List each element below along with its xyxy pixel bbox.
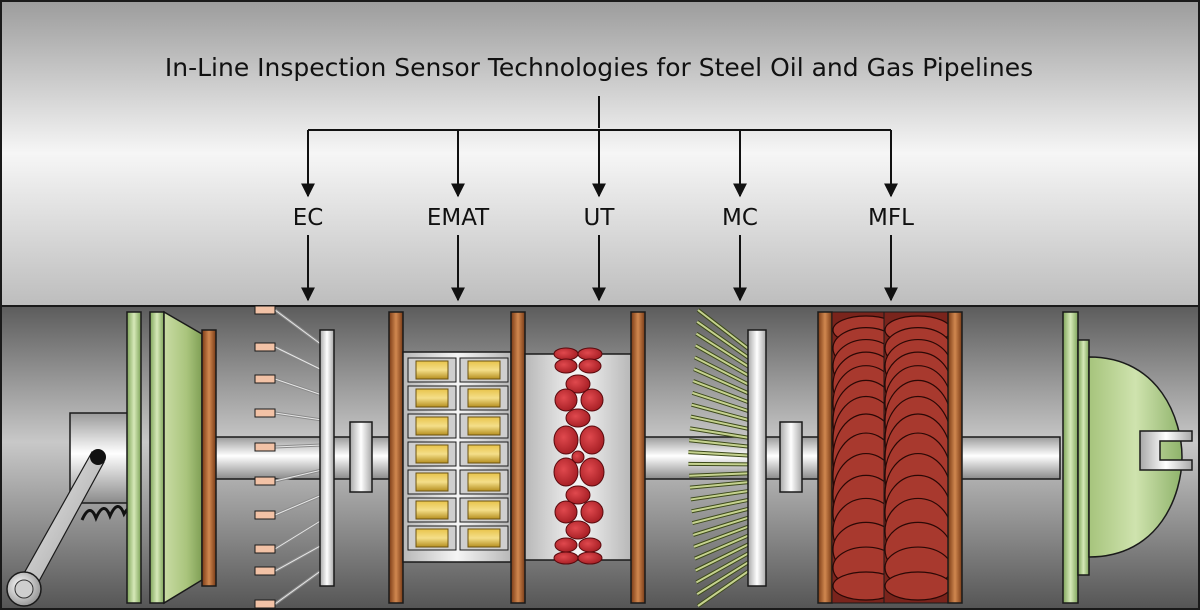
front-cup-green-2 xyxy=(149,311,165,604)
ec-sensor-pad xyxy=(254,442,276,452)
emat-transducer xyxy=(467,472,501,492)
tow-hook xyxy=(1139,430,1193,471)
emat-transducer xyxy=(415,528,449,548)
ut-transducer xyxy=(579,425,605,455)
mc-support-disc xyxy=(747,329,767,587)
label-ut: UT xyxy=(584,205,616,231)
ec-sensor-pad xyxy=(254,510,276,520)
emat-transducer xyxy=(467,500,501,520)
emat-transducer xyxy=(467,416,501,436)
label-emat: EMAT xyxy=(427,205,490,231)
mfl-copper-disc-right xyxy=(947,311,963,604)
ut-transducer xyxy=(553,551,579,565)
front-copper-disc xyxy=(201,329,217,587)
mfl-copper-disc-left xyxy=(817,311,833,604)
ut-transducer-array xyxy=(553,347,605,565)
rear-cup-green-1 xyxy=(1062,311,1079,604)
ut-transducer xyxy=(553,347,579,361)
emat-transducer xyxy=(415,360,449,380)
label-mfl: MFL xyxy=(868,205,914,231)
ec-sensor-pad xyxy=(254,374,276,384)
ut-transducer xyxy=(554,358,578,374)
ut-transducer xyxy=(554,500,578,524)
diagram-title: In-Line Inspection Sensor Technologies f… xyxy=(165,53,1033,82)
front-cup-green-1 xyxy=(126,311,142,604)
ut-transducer xyxy=(553,425,579,455)
ut-transducer xyxy=(554,388,578,412)
emat-transducer xyxy=(467,360,501,380)
front-cone xyxy=(163,310,203,605)
ut-transducer xyxy=(565,408,591,428)
emat-sensor-array xyxy=(407,357,509,551)
ec-sensor-pad xyxy=(254,305,276,315)
ec-sensor-pad xyxy=(254,476,276,486)
ut-transducer xyxy=(579,457,605,487)
emat-copper-disc-right xyxy=(510,311,526,604)
emat-transducer xyxy=(415,444,449,464)
mc-brush-array xyxy=(688,308,752,608)
ec-sensor-pad xyxy=(254,566,276,576)
ut-transducer xyxy=(554,537,578,553)
arm-pivot xyxy=(90,449,106,465)
emat-transducer xyxy=(415,388,449,408)
emat-transducer xyxy=(415,472,449,492)
mfl-coil xyxy=(884,571,952,601)
ec-sensor-pad xyxy=(254,599,276,609)
emat-transducer xyxy=(415,500,449,520)
ut-transducer xyxy=(580,500,604,524)
ut-transducer xyxy=(580,388,604,412)
emat-transducer xyxy=(467,528,501,548)
emat-transducer xyxy=(467,388,501,408)
ut-copper-disc xyxy=(630,311,646,604)
ut-transducer xyxy=(553,457,579,487)
label-ec: EC xyxy=(293,205,324,231)
ec-sensor-array xyxy=(254,305,323,609)
ut-transducer xyxy=(565,520,591,540)
emat-transducer xyxy=(415,416,449,436)
ut-transducer xyxy=(565,485,591,505)
label-mc: MC xyxy=(722,205,758,231)
emat-transducer xyxy=(467,444,501,464)
connector-tree xyxy=(301,96,898,302)
emat-copper-disc-left xyxy=(388,311,404,604)
mfl-magnet-coils xyxy=(831,311,953,604)
rear-cup-green-2 xyxy=(1077,339,1090,576)
ut-transducer xyxy=(571,450,585,464)
ec-sensor-pad xyxy=(254,342,276,352)
ut-transducer xyxy=(578,358,602,374)
ut-transducer xyxy=(565,374,591,394)
ut-transducer xyxy=(577,347,603,361)
ec-support-disc xyxy=(319,329,335,587)
coupling-1 xyxy=(349,421,373,493)
ec-sensor-pad xyxy=(254,544,276,554)
coupling-2 xyxy=(779,421,803,493)
rear-dome xyxy=(1088,356,1183,558)
ut-transducer xyxy=(577,551,603,565)
ec-sensor-pad xyxy=(254,408,276,418)
ut-transducer xyxy=(578,537,602,553)
